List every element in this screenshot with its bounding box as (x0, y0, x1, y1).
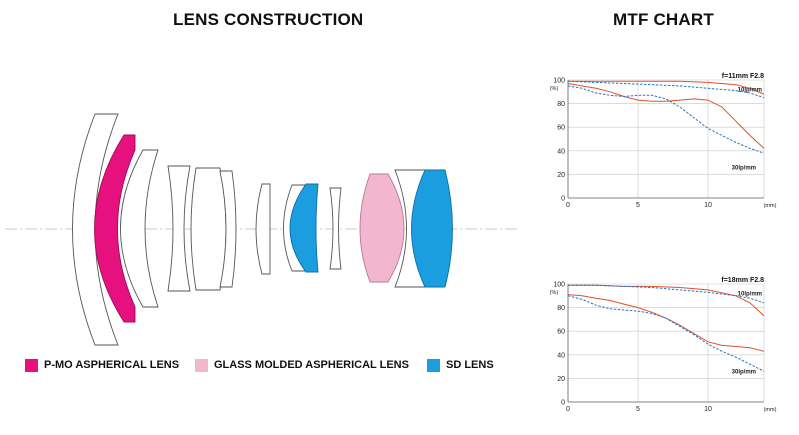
lens-element-sd-1 (289, 183, 319, 273)
grid (567, 283, 765, 403)
legend-swatch-pmo (25, 358, 38, 372)
annotation-30lp: 30lp/mm (732, 369, 756, 375)
y-tick-label: 0 (561, 400, 565, 407)
lens-construction-title: LENS CONSTRUCTION (173, 10, 364, 29)
lens-element-sd-2 (411, 169, 453, 288)
mtf-series-line-1 (567, 80, 765, 99)
y-tick-label: 80 (557, 305, 565, 312)
lens-element-3 (120, 149, 159, 308)
lens-element-pmo-aspherical (94, 134, 136, 323)
legend-label-glass-molded: GLASS MOLDED ASPHERICAL LENS (214, 359, 409, 371)
mtf-series-line-0 (568, 80, 765, 95)
y-tick-label: 100 (553, 78, 565, 85)
x-axis-unit: (mm) (764, 203, 777, 209)
annotation-10lp: 10lp/mm (738, 291, 762, 297)
mtf-series-line-1 (568, 284, 765, 304)
x-tick-label: 10 (704, 406, 712, 413)
legend-item-glass-molded: GLASS MOLDED ASPHERICAL LENS (195, 357, 409, 373)
lens-element-4 (167, 165, 191, 292)
mtf-caption: f=11mm F2.8 (722, 73, 764, 80)
legend-item-pmo: P-MO ASPHERICAL LENS (25, 357, 179, 373)
legend-item-sd: SD LENS (427, 357, 494, 373)
annotation-10lp: 10lp/mm (738, 87, 762, 93)
y-tick-label: 20 (557, 376, 565, 383)
y-tick-label: 0 (561, 196, 565, 203)
mtf-series-line-2 (567, 294, 765, 352)
y-axis-unit: (%) (550, 86, 559, 92)
lens-element-10 (329, 187, 342, 270)
grid (567, 79, 765, 199)
mtf-series-line-0 (568, 284, 765, 317)
x-tick-label: 5 (636, 202, 640, 209)
y-tick-label: 60 (557, 125, 565, 132)
y-tick-label: 40 (557, 352, 565, 359)
legend-label-pmo: P-MO ASPHERICAL LENS (44, 359, 180, 371)
lens-construction-diagram (5, 113, 520, 346)
mtf-series-line-3 (567, 295, 765, 372)
x-axis-unit: (mm) (764, 407, 777, 413)
lens-element-gm-aspherical (359, 173, 405, 283)
annotation-30lp: 30lp/mm (732, 165, 756, 171)
legend-swatch-sd (427, 358, 440, 372)
y-tick-label: 60 (557, 329, 565, 336)
y-tick-label: 80 (557, 101, 565, 108)
mtf-chart-wide-plot: 100 80 60 40 20 00 5 10 (%) (mm) f=11mm F2.8 10lp/m… (550, 73, 777, 209)
legend-label-sd: SD LENS (446, 359, 494, 371)
lens-element-7 (255, 183, 271, 275)
x-tick-label: 0 (566, 406, 570, 413)
x-tick-label: 0 (566, 202, 570, 209)
mtf-caption: f=18mm F2.8 (721, 277, 764, 284)
y-tick-label: 20 (557, 172, 565, 179)
y-tick-label: 100 (553, 282, 565, 289)
y-axis-unit: (%) (550, 290, 559, 296)
x-tick-label: 10 (704, 202, 712, 209)
lens-element-5 (190, 167, 227, 291)
y-tick-label: 40 (557, 148, 565, 155)
legend-swatch-glass-molded (195, 358, 208, 372)
mtf-chart-tele-plot: 100 80 60 40 20 00 5 10 (%) (mm) f=18mm F2.8 10lp/m… (550, 277, 777, 413)
mtf-series-line-3 (567, 85, 765, 154)
x-tick-label: 5 (636, 406, 640, 413)
lens-element-6 (219, 170, 237, 288)
lens-element-1 (72, 113, 119, 346)
mtf-series-line-2 (567, 83, 765, 149)
mtf-chart-title: MTF CHART (613, 10, 714, 29)
